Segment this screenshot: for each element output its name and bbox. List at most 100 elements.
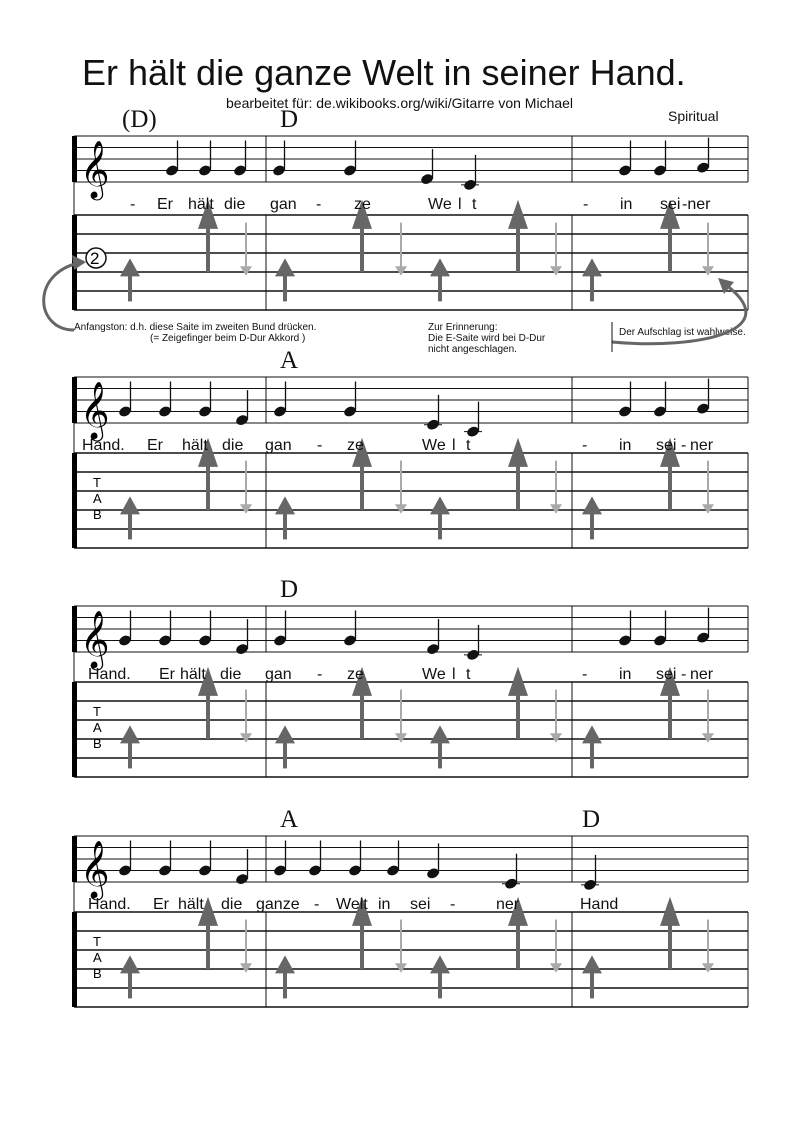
lyric-syllable: l <box>452 666 456 683</box>
chord-symbol: A <box>280 347 299 374</box>
lyric-syllable: ner <box>496 896 520 913</box>
lyric-syllable: - <box>317 437 323 454</box>
arrow-down-icon <box>550 504 562 514</box>
note-head <box>274 406 286 417</box>
lyric-syllable: - <box>130 196 136 213</box>
arrow-down-icon <box>702 266 714 276</box>
note-head <box>697 632 709 643</box>
tab-letter: T <box>93 934 101 949</box>
tab-letter: A <box>93 720 102 735</box>
arrow-down-icon <box>550 266 562 276</box>
tab-letter: T <box>93 475 101 490</box>
lyric-syllable: - <box>681 666 687 683</box>
note-head <box>159 406 171 417</box>
note-head <box>119 406 131 417</box>
lyric-syllable: gan <box>270 196 297 213</box>
lyric-syllable: die <box>222 437 244 454</box>
music-system: 𝄞 TAB <box>72 605 749 778</box>
arrow-down-icon <box>240 504 252 514</box>
lyric-syllable: Er <box>159 666 175 683</box>
note-head <box>159 635 171 646</box>
lyric-syllable: ze <box>347 437 364 454</box>
tab-letter: B <box>93 507 102 522</box>
arrow-up-icon <box>430 496 450 515</box>
tab-bracket <box>72 453 77 548</box>
note-head <box>654 635 666 646</box>
arrow-up-icon <box>352 896 372 926</box>
lyric-syllable: - <box>583 196 589 213</box>
lyric-syllable: ner <box>690 437 714 454</box>
note-head <box>273 165 285 176</box>
arrow-up-icon <box>275 496 295 515</box>
note-head <box>119 635 131 646</box>
note-line: Die E-Saite wird bei D-Dur <box>428 333 546 344</box>
arrow-up-icon <box>582 496 602 515</box>
arrow-down-icon <box>395 963 407 973</box>
note-head <box>349 865 361 876</box>
note-starting-tone: Anfangston: d.h. diese Saite im zweiten … <box>74 322 316 344</box>
arrow-up-icon <box>660 896 680 926</box>
tab-letter: B <box>93 736 102 751</box>
arrow-up-icon <box>660 437 680 467</box>
pointer-head-icon <box>72 255 86 270</box>
arrow-up-icon <box>508 199 528 229</box>
note-head <box>309 865 321 876</box>
chord-symbol: D <box>582 806 601 833</box>
lyric-syllable: Er <box>147 437 163 454</box>
tab-letter: T <box>93 704 101 719</box>
chord-symbol: D <box>280 576 299 603</box>
string-number-label: 2 <box>90 249 99 268</box>
note-head <box>697 162 709 173</box>
note-head <box>236 874 248 884</box>
lyric-syllable: Hand <box>580 896 619 913</box>
lyric-syllable: Hand. <box>88 896 131 913</box>
lyric-syllable: l <box>452 437 456 454</box>
lyric-syllable: t <box>466 666 471 683</box>
arrow-down-icon <box>395 266 407 276</box>
note-head <box>199 165 211 176</box>
arrow-down-icon <box>240 733 252 743</box>
arrow-up-icon <box>430 955 450 974</box>
arrow-up-icon <box>660 199 680 229</box>
song-title: Er hält die ganze Welt in seiner Hand. <box>82 52 686 93</box>
arrow-up-icon <box>352 666 372 696</box>
note-head <box>199 865 211 876</box>
lyric-syllable: in <box>619 437 632 454</box>
music-system: 𝄞2 <box>42 135 749 352</box>
treble-clef-icon: 𝄞 <box>80 610 110 671</box>
lyric-syllable: die <box>224 196 246 213</box>
note-head <box>427 868 439 879</box>
note-head <box>427 644 439 654</box>
note-head <box>697 403 709 414</box>
lyric-syllable: in <box>619 666 632 683</box>
lyric-syllable: We <box>422 666 446 683</box>
staff-bracket <box>72 836 77 882</box>
string-number-icon <box>85 247 107 269</box>
lyric-syllable: hält <box>182 437 208 454</box>
note-head <box>274 865 286 876</box>
upstroke-pointer <box>611 280 748 346</box>
lyric-syllable: Er <box>153 896 169 913</box>
lyric-syllable: hält <box>178 896 204 913</box>
note-head <box>159 865 171 876</box>
arrow-up-icon <box>582 955 602 974</box>
lyric-syllable: We <box>422 437 446 454</box>
note-head <box>236 415 248 425</box>
note-line: nicht angeschlagen. <box>428 344 517 355</box>
lyric-syllable: l <box>458 196 462 213</box>
lyric-syllable: in <box>620 196 633 213</box>
staff-bracket <box>72 377 77 423</box>
chord-symbol: D <box>280 106 299 133</box>
staff-bracket <box>72 136 77 182</box>
lyric-syllable: ze <box>354 196 371 213</box>
arrow-up-icon <box>198 199 218 229</box>
note-head <box>274 635 286 646</box>
arrow-down-icon <box>702 504 714 514</box>
treble-clef-icon: 𝄞 <box>80 840 110 901</box>
arrow-down-icon <box>395 504 407 514</box>
tab-letter: B <box>93 966 102 981</box>
lyric-syllable: - <box>582 437 588 454</box>
note-head <box>619 635 631 646</box>
arrow-up-icon <box>120 258 140 277</box>
note-head <box>236 644 248 654</box>
